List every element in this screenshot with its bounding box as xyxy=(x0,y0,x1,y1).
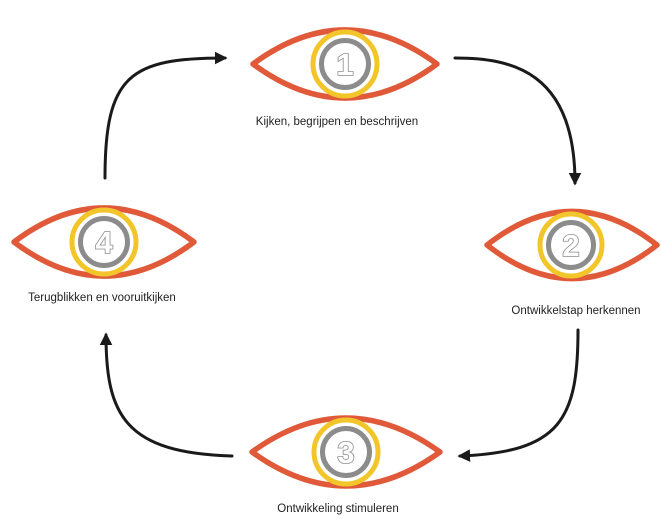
step-label: Terugblikken en vooruitkijken xyxy=(28,292,176,304)
step-4: 4 Terugblikken en vooruitkijken xyxy=(11,205,197,304)
step-3: 3 Ontwikkeling stimuleren xyxy=(249,415,443,515)
step-number: 3 xyxy=(337,435,354,470)
step-label: Ontwikkelstap herkennen xyxy=(511,305,640,317)
cycle-arrows xyxy=(99,51,582,462)
arrow-1-to-2 xyxy=(453,56,582,186)
step-number: 1 xyxy=(336,47,353,82)
arrow-3-to-4 xyxy=(99,332,234,458)
pupil-ring xyxy=(319,38,371,90)
step-2: 2 Ontwikkelstap herkennen xyxy=(484,208,660,317)
pupil-ring xyxy=(546,220,596,270)
step-number: 4 xyxy=(95,225,113,260)
step-label: Ontwikkeling stimuleren xyxy=(277,503,398,515)
arrow-2-to-3 xyxy=(457,328,580,462)
step-label: Kijken, begrijpen en beschrijven xyxy=(256,116,418,128)
arrow-4-to-1 xyxy=(103,51,228,180)
pupil-ring xyxy=(320,426,372,478)
step-1: 1 Kijken, begrijpen en beschrijven xyxy=(250,27,440,128)
step-number: 2 xyxy=(562,228,579,263)
pupil-ring xyxy=(78,216,130,268)
